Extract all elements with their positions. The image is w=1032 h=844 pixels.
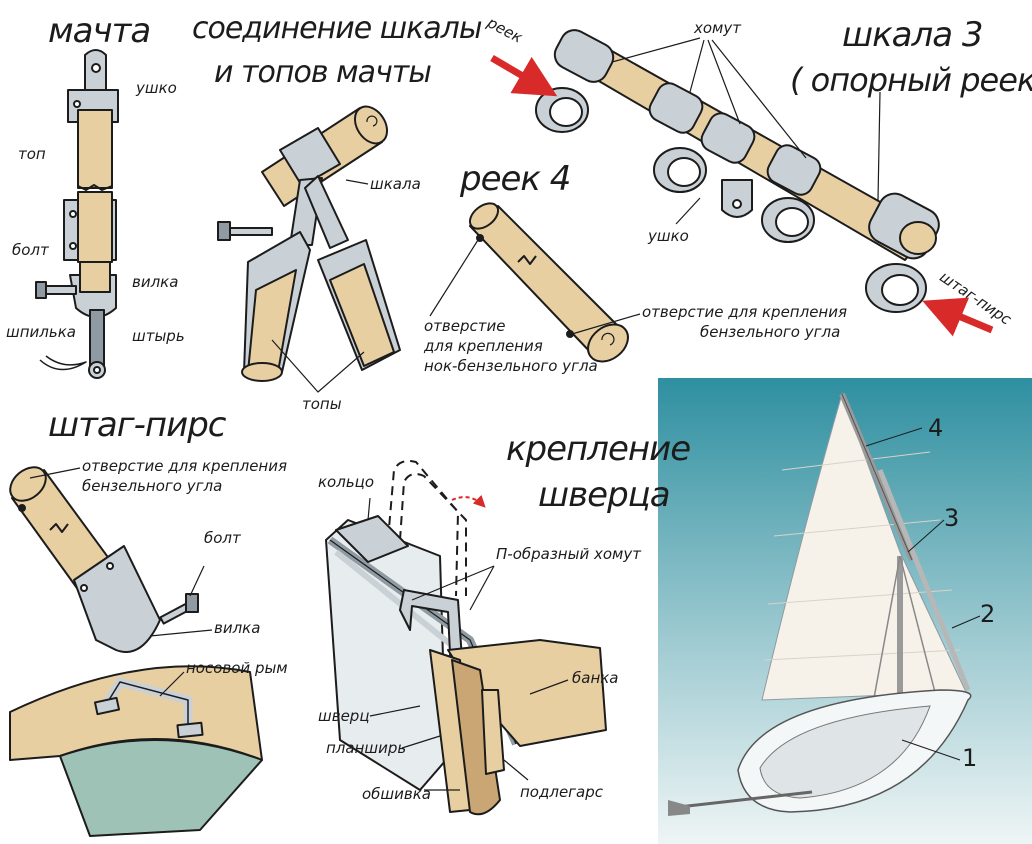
shkala3-drawing xyxy=(535,29,940,313)
number-2: 2 xyxy=(980,600,996,628)
title-kreplenie-line1: крепление xyxy=(506,429,691,469)
label-shtyr: штырь xyxy=(132,327,185,345)
title-joint-line2: и топов мачты xyxy=(214,55,432,90)
shverts-drawing xyxy=(325,460,607,816)
label-podlegars: подлегарс xyxy=(520,783,604,801)
mast-drawing xyxy=(35,49,119,379)
sailboat-panel xyxy=(658,378,1032,844)
number-1: 1 xyxy=(962,744,978,772)
label-nosovoy-rym: носовой рым xyxy=(186,659,288,677)
title-shkala3-line2: ( опорный реек ) xyxy=(790,61,1032,99)
title-mast: мачта xyxy=(48,11,151,51)
number-4: 4 xyxy=(928,414,944,442)
shtag-pirs-drawing xyxy=(9,466,213,653)
label-bolt-sp: болт xyxy=(204,529,241,547)
reek4-drawing xyxy=(429,202,641,363)
label-shpilka: шпилька xyxy=(6,323,76,341)
label-bolt-mast: болт xyxy=(12,241,49,259)
label-ushko-mast: ушко xyxy=(136,79,177,97)
label-shverts: шверц xyxy=(318,707,370,725)
label-hole-right-2: бензельного угла xyxy=(700,323,841,341)
number-3: 3 xyxy=(944,504,960,532)
label-topy: топы xyxy=(302,395,342,413)
label-sp-hole-1: отверстие для крепления xyxy=(82,457,287,475)
title-joint-line1: соединение шкалы xyxy=(192,11,483,46)
label-khomut: хомут xyxy=(694,19,741,37)
bow-drawing xyxy=(9,665,263,837)
label-hole-right-1: отверстие для крепления xyxy=(642,303,847,321)
label-hole-left-3: нок-бензельного угла xyxy=(424,357,598,375)
label-obshivka: обшивка xyxy=(362,785,431,803)
label-shkala: шкала xyxy=(370,175,421,193)
ring-red-arrow xyxy=(451,494,486,508)
title-reek4: реек 4 xyxy=(460,159,571,199)
label-vilka-mast: вилка xyxy=(132,273,179,291)
title-shkala3-line1: шкала 3 xyxy=(842,15,983,55)
label-p-khomut: П-образный хомут xyxy=(496,545,641,563)
joint-drawing xyxy=(217,105,401,393)
label-banka: банка xyxy=(572,669,619,687)
shtag-pirs-red-arrow xyxy=(922,297,994,337)
title-kreplenie-line2: шверца xyxy=(538,475,671,515)
label-hole-left-1: отверстие xyxy=(424,317,506,335)
label-sp-hole-2: бензельного угла xyxy=(82,477,223,495)
label-koltso: кольцо xyxy=(318,473,375,491)
label-top: топ xyxy=(18,145,46,163)
label-ushko-shkala: ушко xyxy=(648,227,689,245)
label-vilka-sp: вилка xyxy=(214,619,261,637)
title-shtag-pirs: штаг-пирс xyxy=(48,405,226,445)
reek-red-arrow xyxy=(490,54,558,97)
label-planshir: планширь xyxy=(326,739,407,757)
label-hole-left-2: для крепления xyxy=(424,337,543,355)
